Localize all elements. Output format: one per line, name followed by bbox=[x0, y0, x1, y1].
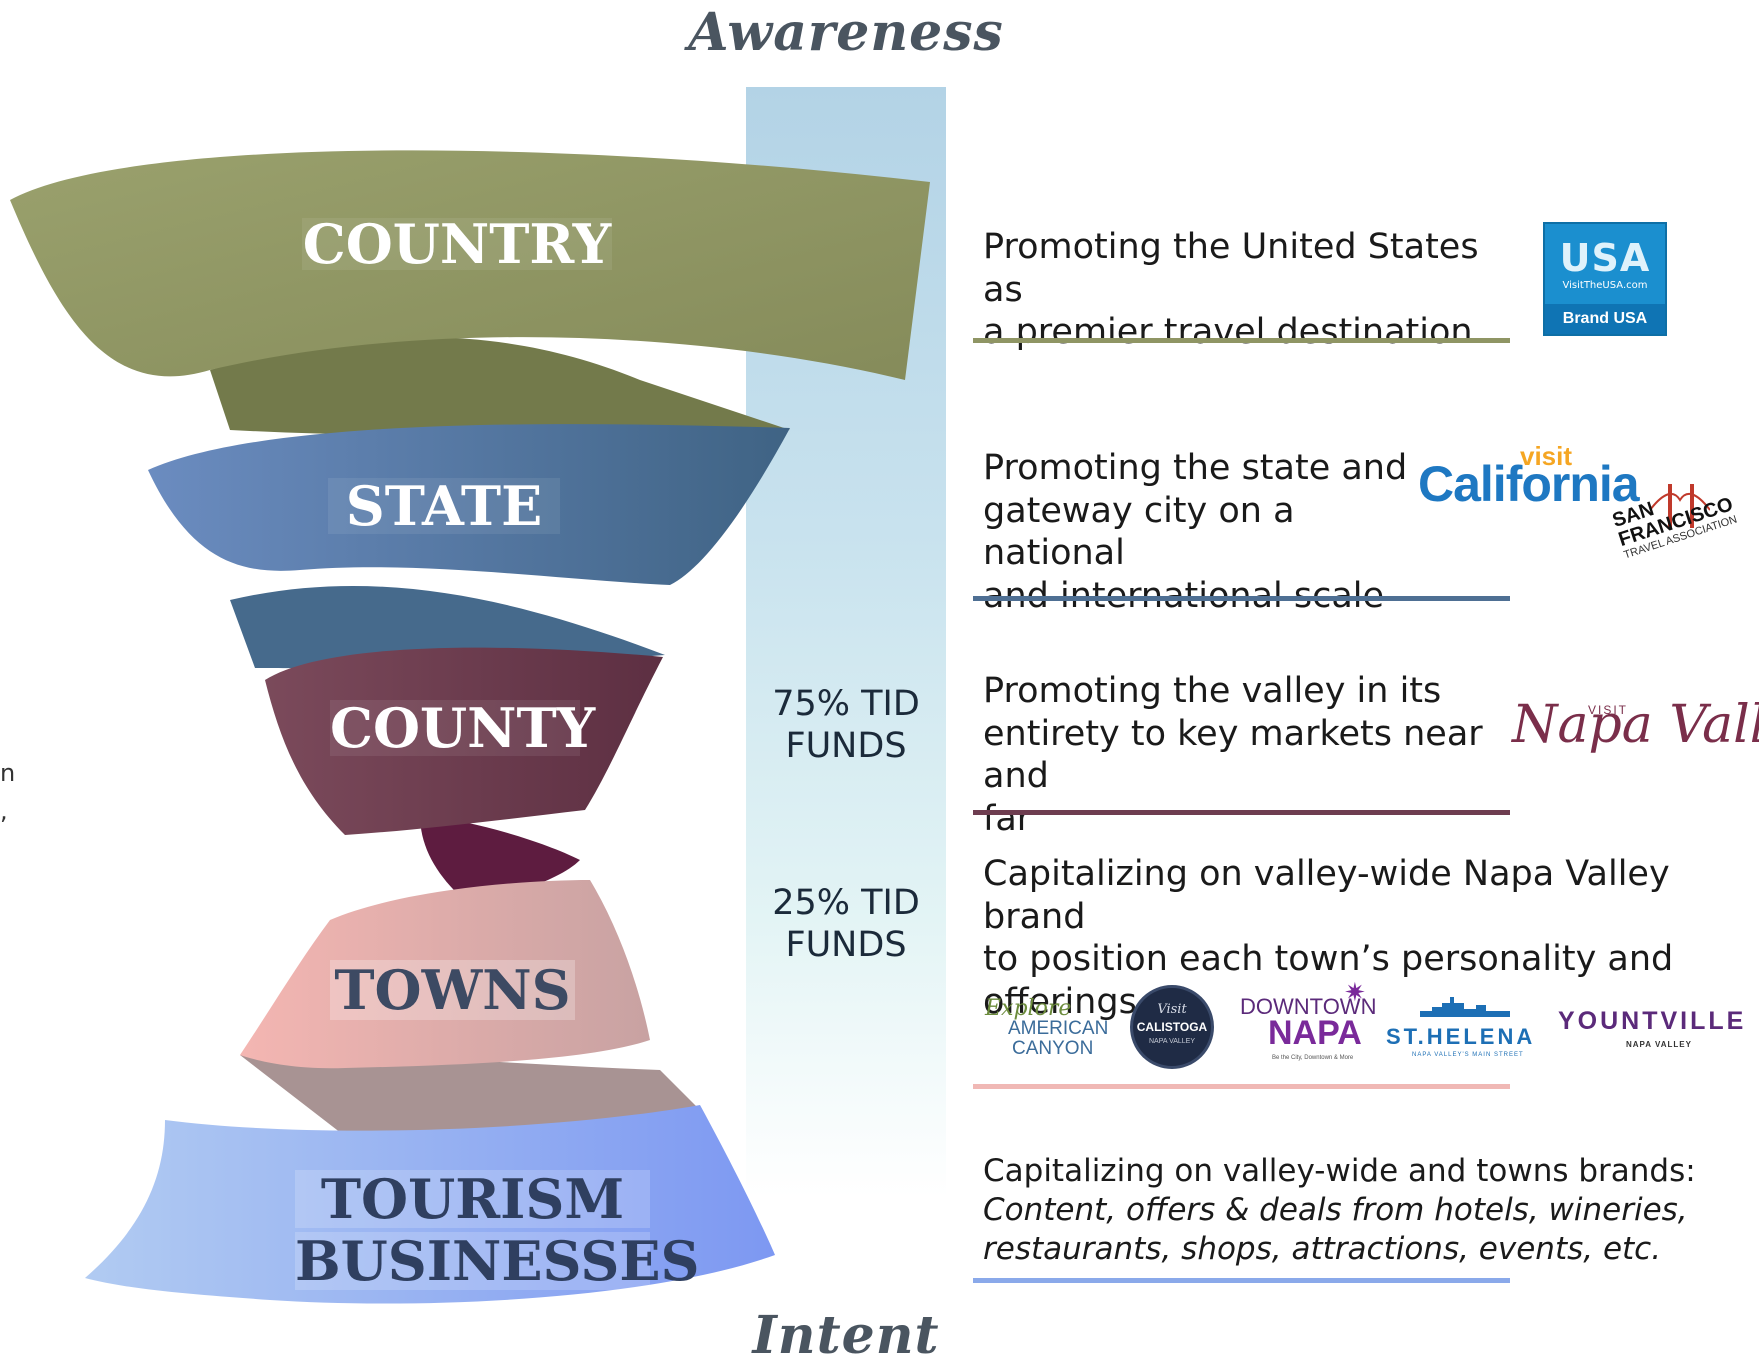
downtown-napa-tagline: Be the City, Downtown & More bbox=[1272, 1055, 1354, 1061]
visit-calistoga-logo: Visit CALISTOGA NAPA VALLEY bbox=[1130, 985, 1214, 1069]
state-ribbon bbox=[148, 424, 790, 585]
country-divider bbox=[973, 338, 1510, 343]
towns-divider bbox=[973, 1084, 1510, 1089]
country-ribbon-back bbox=[210, 337, 790, 436]
county-funds-share: 75% TID FUNDS bbox=[746, 683, 946, 767]
tier-label-state: STATE bbox=[328, 478, 560, 534]
yountville-logo: YOUNTVILLE bbox=[1558, 1007, 1747, 1035]
american-canyon-logo-canyon: CANYON bbox=[1012, 1038, 1094, 1059]
tier-label-towns: TOWNS bbox=[330, 960, 575, 1020]
awareness-title: Awareness bbox=[688, 2, 1004, 63]
golden-gate-bridge-icon bbox=[1650, 484, 1710, 528]
towns-description: Capitalizing on valley-wide Napa Valley … bbox=[983, 854, 1674, 1023]
state-divider bbox=[973, 596, 1510, 601]
towns-funds-share: 25% TID FUNDS bbox=[746, 882, 946, 966]
tourism-description: Capitalizing on valley-wide and towns br… bbox=[983, 1153, 1696, 1267]
st-helena-skyline-icon bbox=[1420, 997, 1510, 1017]
county-funds-unit: FUNDS bbox=[785, 726, 907, 766]
state-ribbon-back bbox=[230, 585, 665, 669]
country-description: Promoting the United States as a premier… bbox=[983, 227, 1479, 353]
intent-title: Intent bbox=[752, 1305, 940, 1366]
tourism-businesses-ribbon bbox=[85, 1105, 775, 1304]
st-helena-tagline: NAPA VALLEY'S MAIN STREET bbox=[1412, 1052, 1524, 1058]
brand-usa-logo: USA VisitTheUSA.com Brand USA bbox=[1543, 222, 1667, 336]
county-ribbon bbox=[265, 647, 663, 835]
american-canyon-logo: AMERICAN bbox=[1008, 1018, 1109, 1039]
towns-ribbon-back bbox=[240, 1053, 700, 1140]
tier-label-tourism: TOURISM bbox=[295, 1170, 650, 1228]
downtown-napa-logo: NAPA bbox=[1268, 1014, 1362, 1052]
tier-label-businesses: BUSINESSES bbox=[295, 1229, 700, 1293]
tourism-divider bbox=[973, 1278, 1510, 1283]
towns-ribbon bbox=[240, 880, 650, 1069]
visit-napa-valley-logo: Napa Valley bbox=[1512, 695, 1759, 755]
clipped-edge-text: n , bbox=[0, 759, 16, 826]
county-funds-percent: 75% TID bbox=[772, 684, 920, 724]
visit-napa-valley-logo-visit: VISIT bbox=[1588, 703, 1629, 717]
visit-california-logo: California bbox=[1418, 456, 1640, 512]
downtown-napa-logo-downtown: DOWNTOWN bbox=[1240, 994, 1377, 1019]
downtown-napa-star-icon: ✷ bbox=[1344, 978, 1366, 1008]
county-description: Promoting the valley in its entirety to … bbox=[983, 671, 1483, 840]
st-helena-logo: ST.HELENA bbox=[1386, 1024, 1536, 1049]
county-divider bbox=[973, 810, 1510, 815]
towns-funds-percent: 25% TID bbox=[772, 883, 920, 923]
state-description: Promoting the state and gateway city on … bbox=[983, 448, 1408, 617]
yountville-tagline: NAPA VALLEY bbox=[1626, 1040, 1692, 1049]
visit-california-logo-visit: visit bbox=[1520, 441, 1573, 471]
towns-funds-unit: FUNDS bbox=[785, 925, 907, 965]
tier-label-country: COUNTRY bbox=[302, 212, 612, 276]
american-canyon-logo-explore: Explore bbox=[985, 996, 1072, 1021]
tier-label-county: COUNTY bbox=[330, 696, 596, 760]
country-ribbon bbox=[10, 150, 930, 380]
